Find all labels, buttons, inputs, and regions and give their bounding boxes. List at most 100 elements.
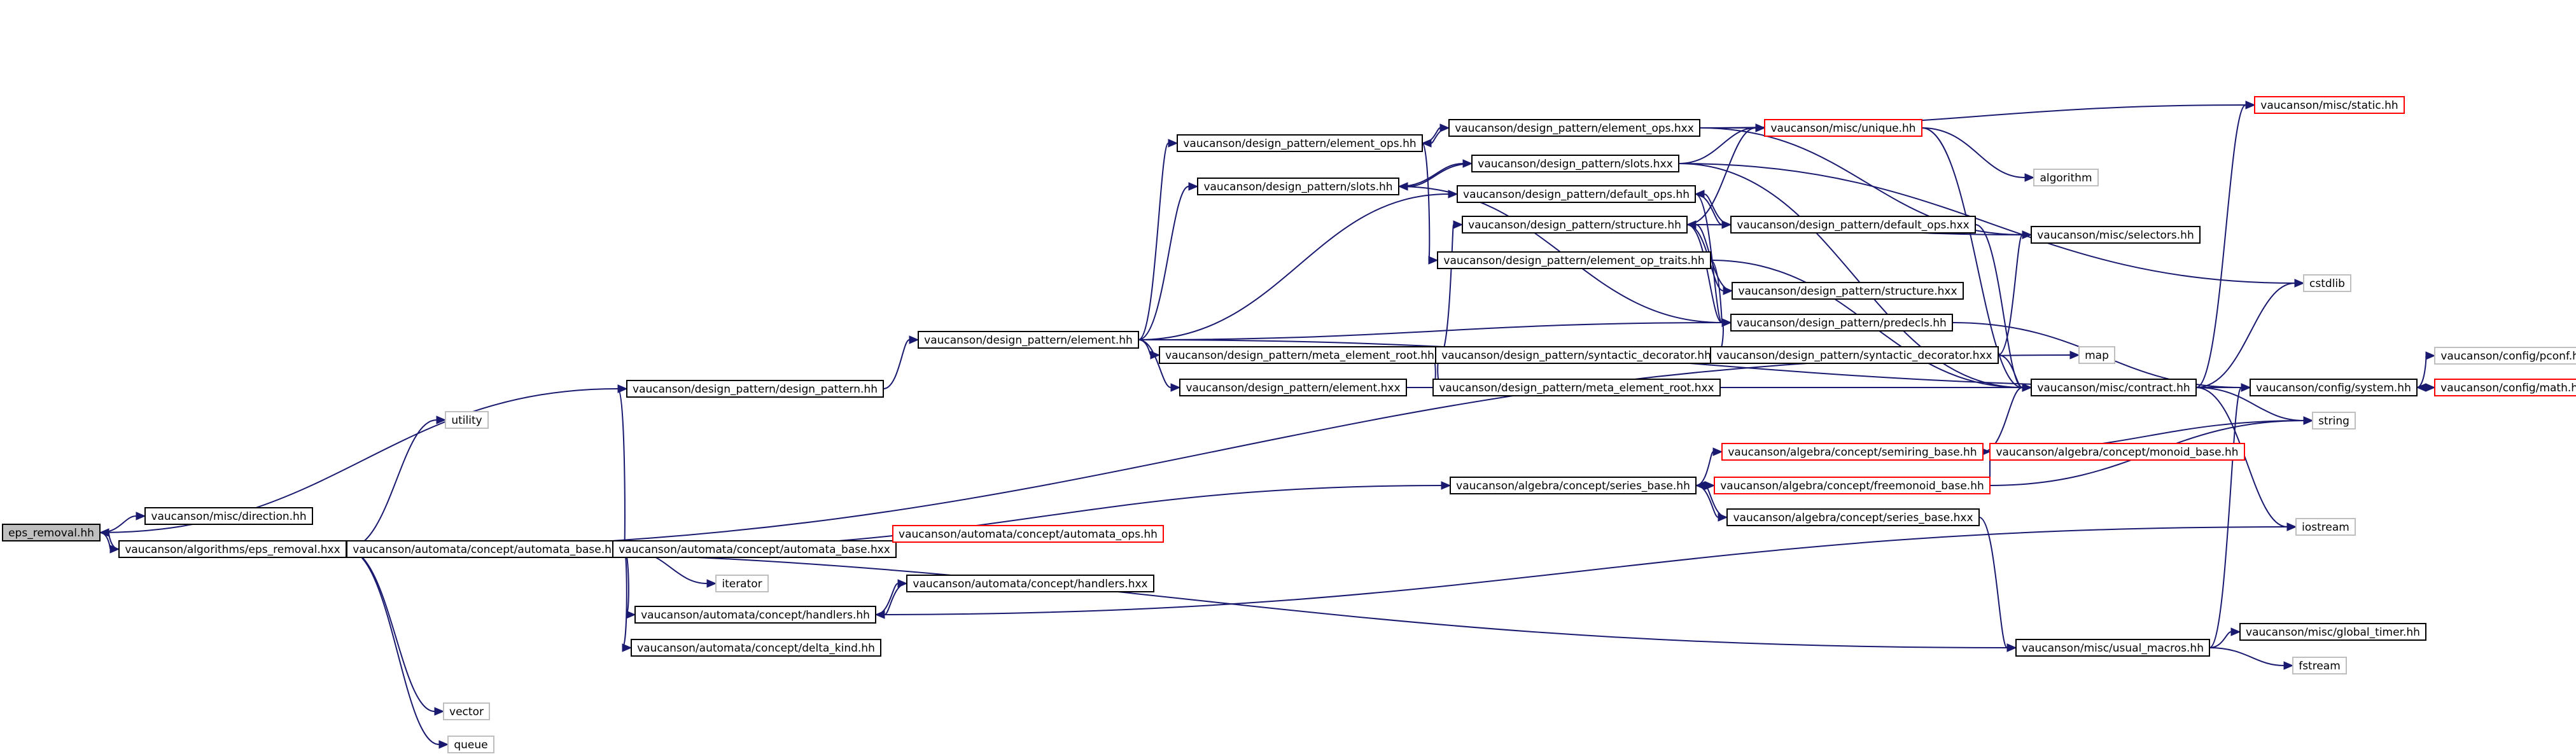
node-label: vaucanson/algebra/concept/series_base.hh bbox=[1456, 480, 1690, 492]
node-vaucanson-config-system-hh[interactable]: vaucanson/config/system.hh bbox=[2250, 379, 2418, 396]
node-vaucanson-design-pattern-predecls-hh[interactable]: vaucanson/design_pattern/predecls.hh bbox=[1730, 314, 1953, 332]
node-vaucanson-algorithms-eps-removal-hxx[interactable]: vaucanson/algorithms/eps_removal.hxx bbox=[118, 540, 347, 558]
node-label: vaucanson/misc/contract.hh bbox=[2037, 382, 2190, 394]
node-box bbox=[1764, 119, 1922, 137]
node-label: vaucanson/design_pattern/default_ops.hxx bbox=[1737, 219, 1969, 232]
nodes-layer: eps_removal.hh vaucanson/misc/direction.h… bbox=[2, 96, 2576, 753]
node-label: eps_removal.hh bbox=[8, 527, 94, 540]
node-vaucanson-automata-concept-automata-base-hh[interactable]: vaucanson/automata/concept/automata_base… bbox=[346, 540, 625, 558]
node-box bbox=[118, 540, 347, 558]
node-vaucanson-design-pattern-element-op-traits-hh[interactable]: vaucanson/design_pattern/element_op_trai… bbox=[1437, 251, 1711, 269]
node-box bbox=[1714, 477, 1991, 494]
node-vaucanson-config-pconf-hh[interactable]: vaucanson/config/pconf.hh bbox=[2434, 347, 2576, 365]
node-box bbox=[2303, 274, 2351, 292]
node-vaucanson-misc-contract-hh[interactable]: vaucanson/misc/contract.hh bbox=[2031, 379, 2197, 396]
node-label: vaucanson/design_pattern/slots.hh bbox=[1203, 181, 1392, 193]
edge-usual-to-fstream bbox=[2209, 647, 2294, 670]
node-vaucanson-design-pattern-element-hxx[interactable]: vaucanson/design_pattern/element.hxx bbox=[1179, 379, 1407, 396]
node-label: vaucanson/design_pattern/meta_element_ro… bbox=[1439, 382, 1714, 394]
node-label: vaucanson/misc/unique.hh bbox=[1770, 122, 1915, 135]
node-box bbox=[918, 331, 1139, 349]
node-box bbox=[2434, 379, 2576, 396]
node-vaucanson-design-pattern-structure-hh[interactable]: vaucanson/design_pattern/structure.hh bbox=[1462, 216, 1688, 234]
node-label: vaucanson/design_pattern/element_op_trai… bbox=[1443, 255, 1704, 267]
edge-elem-to-predecls bbox=[1138, 318, 1732, 340]
node-vaucanson-algebra-concept-semiring-base-hh[interactable]: vaucanson/algebra/concept/semiring_base.… bbox=[1721, 443, 1984, 461]
node-vaucanson-design-pattern-design-pattern-hh[interactable]: vaucanson/design_pattern/design_pattern.… bbox=[626, 380, 884, 398]
node-algorithm[interactable]: algorithm bbox=[2033, 169, 2099, 186]
node-vaucanson-design-pattern-default-ops-hxx[interactable]: vaucanson/design_pattern/default_ops.hxx bbox=[1730, 216, 1976, 234]
node-vaucanson-design-pattern-meta-element-root-hxx[interactable]: vaucanson/design_pattern/meta_element_ro… bbox=[1432, 379, 1721, 396]
node-vaucanson-algebra-concept-freemonoid-base-hh[interactable]: vaucanson/algebra/concept/freemonoid_bas… bbox=[1714, 477, 1991, 494]
node-box bbox=[634, 606, 876, 624]
node-vaucanson-design-pattern-meta-element-root-hh[interactable]: vaucanson/design_pattern/meta_element_ro… bbox=[1159, 346, 1441, 364]
edge-usual-to-timer bbox=[2209, 627, 2241, 648]
node-label: vaucanson/design_pattern/structure.hxx bbox=[1738, 285, 1957, 298]
node-vector[interactable]: vector bbox=[443, 702, 490, 720]
node-vaucanson-misc-direction-hh[interactable]: vaucanson/misc/direction.hh bbox=[144, 507, 313, 525]
node-vaucanson-algebra-concept-series-base-hh[interactable]: vaucanson/algebra/concept/series_base.hh bbox=[1450, 477, 1697, 494]
node-vaucanson-design-pattern-element-hh[interactable]: vaucanson/design_pattern/element.hh bbox=[918, 331, 1139, 349]
node-label: vaucanson/config/math.hh bbox=[2440, 382, 2576, 394]
node-vaucanson-design-pattern-slots-hxx[interactable]: vaucanson/design_pattern/slots.hxx bbox=[1471, 155, 1679, 172]
node-vaucanson-automata-concept-automata-ops-hh[interactable]: vaucanson/automata/concept/automata_ops.… bbox=[892, 525, 1164, 543]
edge-epsx-to-root bbox=[99, 528, 120, 550]
edge-dp-to-elem bbox=[883, 335, 920, 389]
node-fstream[interactable]: fstream bbox=[2292, 657, 2347, 674]
node-label: vaucanson/config/pconf.hh bbox=[2440, 350, 2576, 363]
node-label: vaucanson/misc/direction.hh bbox=[151, 510, 306, 523]
node-map[interactable]: map bbox=[2078, 346, 2115, 364]
node-box bbox=[1730, 216, 1976, 234]
node-box bbox=[2033, 169, 2099, 186]
node-utility[interactable]: utility bbox=[445, 411, 489, 429]
node-vaucanson-algebra-concept-monoid-base-hh[interactable]: vaucanson/algebra/concept/monoid_base.hh bbox=[1989, 443, 2245, 461]
node-box bbox=[1197, 178, 1399, 195]
edge-math-to-system bbox=[2416, 383, 2435, 392]
node-iostream[interactable]: iostream bbox=[2295, 518, 2356, 536]
node-string[interactable]: string bbox=[2312, 412, 2356, 429]
node-vaucanson-automata-concept-handlers-hxx[interactable]: vaucanson/automata/concept/handlers.hxx bbox=[906, 575, 1154, 592]
node-vaucanson-design-pattern-default-ops-hh[interactable]: vaucanson/design_pattern/default_ops.hh bbox=[1457, 185, 1696, 203]
node-vaucanson-automata-concept-delta-kind-hh[interactable]: vaucanson/automata/concept/delta_kind.hh bbox=[631, 639, 881, 657]
node-label: vaucanson/design_pattern/meta_element_ro… bbox=[1165, 349, 1434, 362]
node-label: vaucanson/design_pattern/predecls.hh bbox=[1737, 317, 1947, 330]
node-box bbox=[2, 524, 101, 541]
node-queue[interactable]: queue bbox=[447, 736, 494, 753]
node-eps-removal-hh[interactable]: eps_removal.hh bbox=[2, 524, 101, 541]
node-vaucanson-design-pattern-syntactic-decorator-hh[interactable]: vaucanson/design_pattern/syntactic_decor… bbox=[1435, 346, 1718, 364]
node-vaucanson-misc-unique-hh[interactable]: vaucanson/misc/unique.hh bbox=[1764, 119, 1922, 137]
node-vaucanson-config-math-hh[interactable]: vaucanson/config/math.hh bbox=[2434, 379, 2576, 396]
edge-usual-to-system bbox=[2209, 383, 2251, 648]
node-vaucanson-automata-concept-handlers-hh[interactable]: vaucanson/automata/concept/handlers.hh bbox=[634, 606, 876, 624]
node-box bbox=[631, 639, 881, 657]
node-vaucanson-algebra-concept-series-base-hxx[interactable]: vaucanson/algebra/concept/series_base.hx… bbox=[1726, 508, 1980, 526]
node-label: vaucanson/misc/global_timer.hh bbox=[2246, 626, 2420, 639]
node-vaucanson-misc-static-hh[interactable]: vaucanson/misc/static.hh bbox=[2254, 96, 2405, 114]
node-vaucanson-misc-selectors-hh[interactable]: vaucanson/misc/selectors.hh bbox=[2031, 226, 2201, 244]
node-vaucanson-design-pattern-element-ops-hh[interactable]: vaucanson/design_pattern/element_ops.hh bbox=[1177, 134, 1423, 152]
node-label: vaucanson/automata/concept/automata_ops.… bbox=[899, 528, 1158, 541]
node-vaucanson-automata-concept-automata-base-hxx[interactable]: vaucanson/automata/concept/automata_base… bbox=[612, 540, 897, 558]
node-box bbox=[626, 380, 884, 398]
node-box bbox=[1457, 185, 1696, 203]
node-cstdlib[interactable]: cstdlib bbox=[2303, 274, 2351, 292]
node-box bbox=[1432, 379, 1721, 396]
node-box bbox=[1726, 508, 1980, 526]
node-vaucanson-misc-usual-macros-hh[interactable]: vaucanson/misc/usual_macros.hh bbox=[2015, 639, 2210, 657]
node-label: vaucanson/automata/concept/handlers.hxx bbox=[913, 578, 1147, 590]
node-vaucanson-design-pattern-slots-hh[interactable]: vaucanson/design_pattern/slots.hh bbox=[1197, 178, 1399, 195]
node-box bbox=[1179, 379, 1407, 396]
node-label: vaucanson/automata/concept/automata_base… bbox=[353, 543, 618, 556]
node-vaucanson-design-pattern-element-ops-hxx[interactable]: vaucanson/design_pattern/element_ops.hxx bbox=[1448, 119, 1700, 137]
node-iterator[interactable]: iterator bbox=[715, 575, 769, 592]
node-box bbox=[445, 411, 489, 429]
node-vaucanson-design-pattern-syntactic-decorator-hxx[interactable]: vaucanson/design_pattern/syntactic_decor… bbox=[1710, 346, 1999, 364]
node-label: vaucanson/design_pattern/syntactic_decor… bbox=[1441, 349, 1711, 362]
node-vaucanson-design-pattern-structure-hxx[interactable]: vaucanson/design_pattern/structure.hxx bbox=[1732, 282, 1964, 300]
node-box bbox=[2239, 623, 2426, 641]
edge-slotsx-to-slots bbox=[1397, 163, 1473, 191]
edge-elem-to-eops bbox=[1138, 139, 1179, 340]
edge-semiring-to-contract bbox=[1982, 383, 2033, 452]
node-box bbox=[1732, 282, 1964, 300]
node-vaucanson-misc-global-timer-hh[interactable]: vaucanson/misc/global_timer.hh bbox=[2239, 623, 2426, 641]
